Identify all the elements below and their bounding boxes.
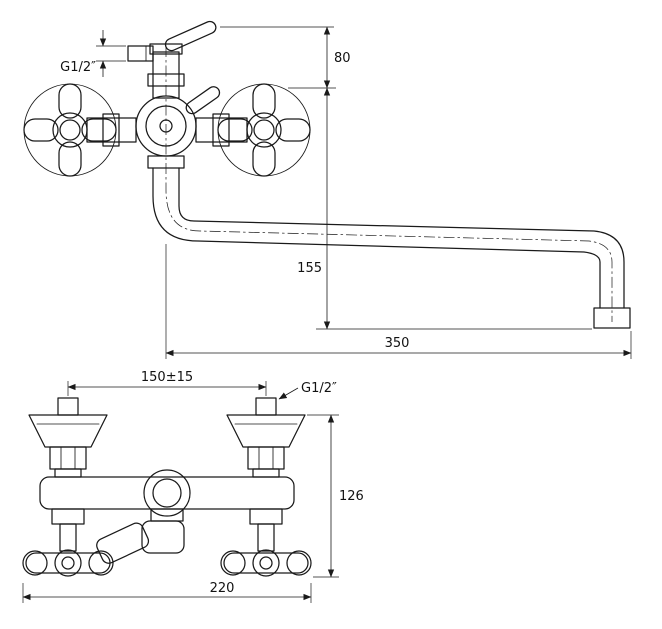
dimension-150: 150±15 <box>67 370 267 396</box>
diverter-lever <box>164 20 217 52</box>
center-cartridge <box>96 469 191 564</box>
right-handle <box>217 83 311 177</box>
dim-126-label: 126 <box>339 489 364 504</box>
side-view: G1/2″ 80 155 350 <box>23 20 632 359</box>
thread-top-label: G1/2″ <box>60 60 96 75</box>
dim-155-label: 155 <box>297 261 322 276</box>
dimension-thread-front: G1/2″ <box>278 381 337 400</box>
dim-150-label: 150±15 <box>141 370 193 385</box>
side-thread-fitting <box>127 45 154 62</box>
mixer-body <box>135 86 221 169</box>
thread-front-label: G1/2″ <box>301 381 337 396</box>
body-bar <box>39 476 295 510</box>
left-valve-unit <box>22 397 114 577</box>
dimension-220: 220 <box>22 581 312 603</box>
dimension-350: 350 <box>165 244 632 359</box>
dim-220-label: 220 <box>210 581 235 596</box>
dimension-126: 126 <box>307 414 364 578</box>
right-valve-unit <box>220 397 312 577</box>
dimension-155: 155 <box>297 87 592 330</box>
dim-350-label: 350 <box>385 336 410 351</box>
dimension-80: 80 <box>220 26 351 89</box>
left-handle <box>23 83 117 177</box>
front-view: 150±15 G1/2″ 126 220 <box>22 370 364 603</box>
dim-80-label: 80 <box>334 51 351 66</box>
swing-spout <box>152 167 631 329</box>
spout-centerline <box>165 46 613 322</box>
dimension-thread-top: G1/2″ <box>60 30 126 77</box>
